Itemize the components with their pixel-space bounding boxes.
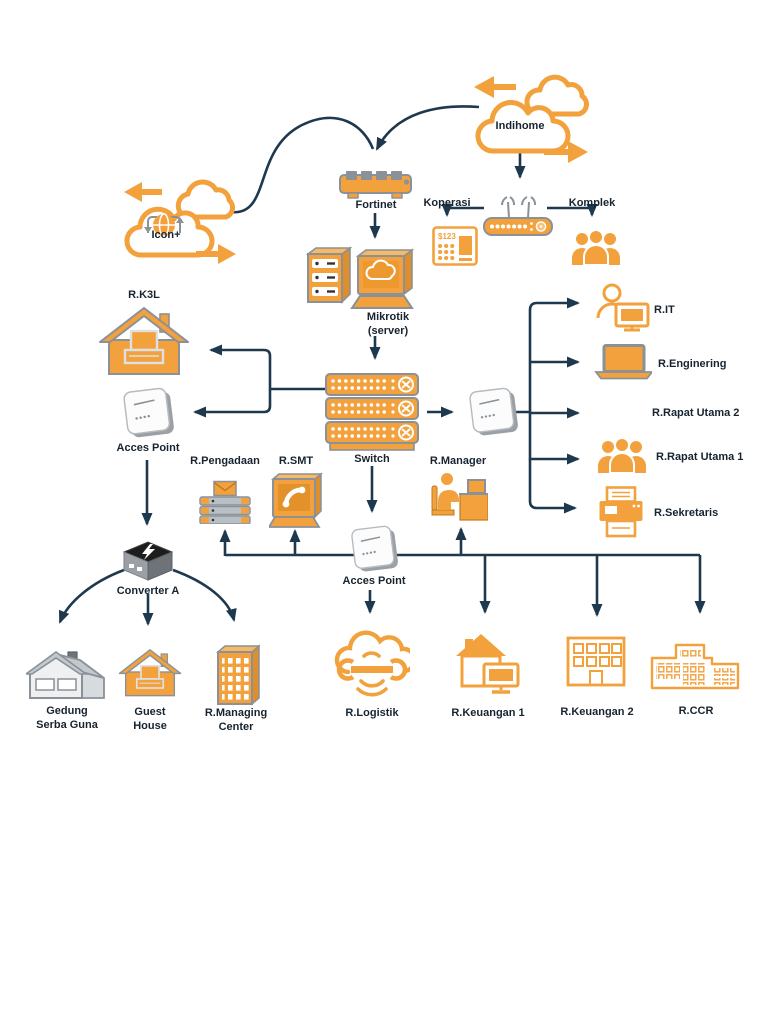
node-komplek-users [570,226,622,266]
rrapat-utama-1-label: R.Rapat Utama 1 [656,451,744,463]
house-monitor-icon [456,634,520,694]
edge-router-koperasi [441,204,484,217]
rmanager-label: R.Manager [429,455,487,467]
server-workstation-icon [305,246,415,309]
access-point-icon [351,525,398,572]
edge-trunk-rrapat1 [528,413,580,465]
iconplus-label: Icon+ [151,229,181,241]
mikrotik-label: Mikrotik (server) [366,311,410,337]
printer-icon [599,486,643,538]
node-converter-a: Converter A [116,540,180,600]
node-mikrotik: Mikrotik (server) [300,246,416,342]
mail-server-icon [199,480,251,524]
koperasi-label: Koperasi [423,197,471,209]
edge-branch-apleft [193,389,272,418]
building-outline-icon [566,636,626,687]
person-at-desk-icon [431,473,488,521]
node-koperasi-pos: $123 [432,226,478,266]
node-renginering: R.Enginering [594,344,764,382]
rkeuangan2-label: R.Keuangan 2 [560,706,634,718]
node-rccr: R.CCR [650,642,742,720]
node-rmanager: R.Manager [412,454,504,524]
node-fortinet: Fortinet [338,168,414,214]
users-group-icon [572,229,620,266]
access-point-icon [123,387,174,438]
node-rk3l: R.K3L [98,288,190,378]
house-computer-icon [118,649,182,697]
node-rrapat-utama-1: R.Rapat Utama 1 [596,432,766,478]
house-computer-icon [99,307,189,375]
switch-label: Switch [354,453,390,465]
guest-house-label: Guest House [133,706,167,732]
node-iconplus: Icon+ [118,175,242,267]
renginering-label: R.Enginering [658,358,727,370]
rkeuangan1-label: R.Keuangan 1 [451,707,525,719]
power-converter-icon [122,541,174,581]
edge-router-komplek [547,204,598,217]
access-point-icon [469,387,518,436]
komplek-label: Komplek [568,197,616,209]
laptop-icon [594,344,652,380]
gedung-serba-guna-label: Gedung Serba Guna [36,705,98,731]
fortinet-label: Fortinet [355,199,397,211]
large-building-icon [650,643,740,690]
node-rsekretaris: R.Sekretaris [598,486,768,540]
rsmt-label: R.SMT [278,455,314,467]
rpengadaan-label: R.Pengadaan [190,455,260,467]
cloud-service-icon [334,630,410,697]
access-point-center-label: Acces Point [342,575,406,587]
indihome-label: Indihome [495,120,545,132]
edge-branch-rk3l [209,344,272,389]
edge-trunk-rit [528,297,580,412]
access-point-left-label: Acces Point [116,442,180,454]
node-rkeuangan1: R.Keuangan 1 [451,628,525,722]
edge-converter-gedung [58,568,125,624]
rlogistik-label: R.Logistik [345,707,399,719]
users-group-icon [598,437,646,474]
rsekretaris-label: R.Sekretaris [654,507,719,519]
node-router [478,192,558,240]
rccr-label: R.CCR [678,705,714,717]
edge-converter-rmanaging [172,568,237,622]
node-access-point-right [466,386,520,438]
node-gedung-serba-guna: Gedung Serba Guna [26,646,108,736]
node-access-point-center: Acces Point [343,524,405,594]
node-indihome: Indihome [468,66,592,166]
network-switch-icon [339,171,412,199]
voip-workstation-icon [269,472,323,528]
rrapat-utama-2-label: R.Rapat Utama 2 [652,407,740,419]
rit-label: R.IT [654,304,675,316]
node-switch: Switch [324,372,420,466]
node-access-point-left: Acces Point [117,386,179,454]
cloud-transfer-icon [474,74,589,163]
warehouse-icon [26,651,105,699]
person-monitor-icon [596,283,650,332]
office-building-icon [215,644,260,706]
rmanaging-center-label: R.Managing Center [204,707,268,733]
wireless-router-icon [483,196,553,236]
cloud-globe-transfer-icon [124,179,236,264]
pos-display-text: $123 [438,232,456,241]
node-rpengadaan: R.Pengadaan [178,454,272,524]
node-rmanaging-center: R.Managing Center [205,640,267,734]
converter-a-label: Converter A [116,585,180,597]
node-guest-house: Guest House [118,643,182,735]
edge-indihome-fortinet [375,105,480,151]
switch-stack-icon [325,373,419,451]
edge-trunk-rsekretaris [528,459,577,514]
node-rkeuangan2: R.Keuangan 2 [560,631,634,721]
node-rsmt: R.SMT [256,454,336,530]
node-rlogistik: R.Logistik [334,626,410,720]
pos-terminal-icon: $123 [432,226,478,266]
rk3l-label: R.K3L [128,289,160,301]
edge-iconplus-fortinet [229,116,375,214]
node-rit: R.IT [596,282,746,332]
